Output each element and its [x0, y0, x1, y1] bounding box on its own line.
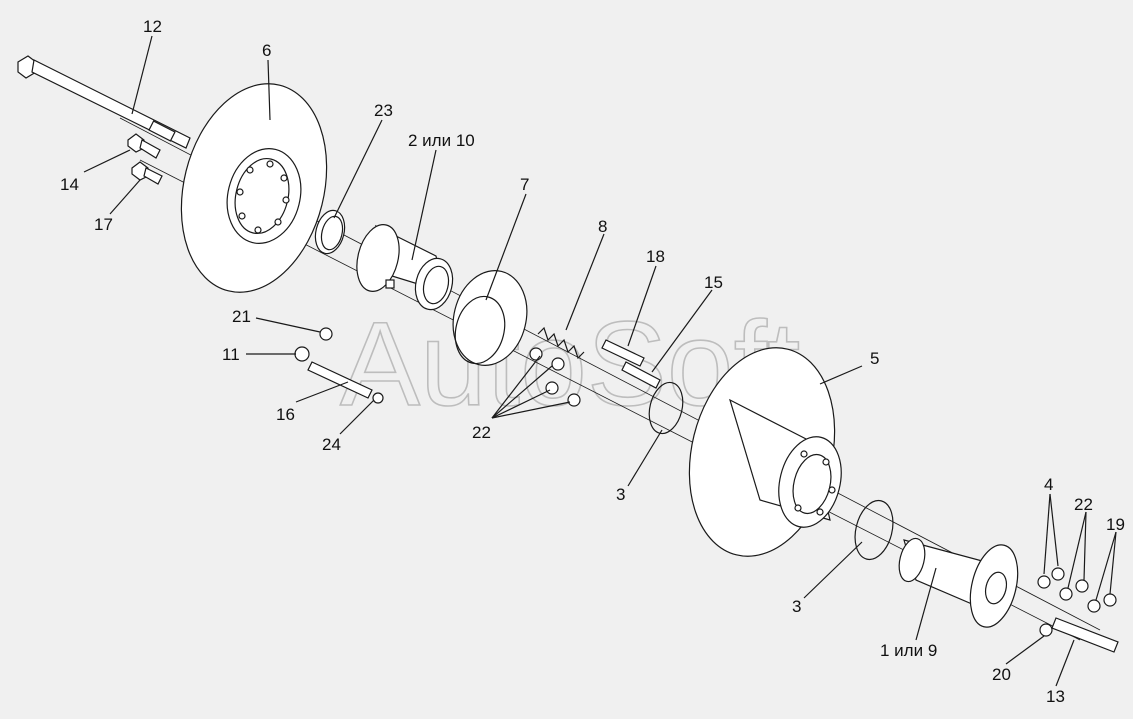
label-3-upper: 3	[616, 485, 625, 504]
part-15-pin	[621, 361, 661, 389]
part-16-stud	[307, 361, 373, 399]
part-7-cup	[452, 270, 528, 366]
label-22-center: 22	[472, 423, 491, 442]
label-20: 20	[992, 665, 1011, 684]
part-11-nut	[294, 346, 310, 362]
label-18: 18	[646, 247, 665, 266]
part-23-ring	[314, 209, 346, 255]
label-24: 24	[322, 435, 341, 454]
part-18-pin	[601, 339, 645, 367]
label-16: 16	[276, 405, 295, 424]
part-3-ring-lower	[854, 499, 894, 561]
label-7: 7	[520, 175, 529, 194]
part-5-pulley-disc	[688, 347, 842, 557]
label-8: 8	[598, 217, 607, 236]
label-23: 23	[374, 101, 393, 120]
label-3-lower: 3	[792, 597, 801, 616]
label-21: 21	[232, 307, 251, 326]
part-12-long-bolt	[17, 55, 191, 149]
callout-labels: 12 6 23 2 или 10 7 8 18 15 5 14 17 21 11…	[60, 17, 1125, 706]
label-22-right: 22	[1074, 495, 1093, 514]
label-14: 14	[60, 175, 79, 194]
label-11: 11	[222, 345, 240, 364]
part-22-nuts-right	[1059, 579, 1089, 601]
part-6-disc	[180, 83, 328, 293]
part-4-washers	[1037, 567, 1065, 589]
label-13: 13	[1046, 687, 1065, 706]
label-19: 19	[1106, 515, 1125, 534]
part-22-nuts	[529, 347, 581, 407]
part-14-bolt	[127, 133, 161, 159]
part-17-bolt	[131, 161, 163, 185]
part-1-sleeve	[898, 537, 1019, 628]
label-6: 6	[262, 41, 271, 60]
leader-lines	[83, 35, 1117, 687]
label-12: 12	[143, 17, 162, 36]
label-2: 2 или 10	[408, 131, 475, 150]
label-17: 17	[94, 215, 113, 234]
label-5: 5	[870, 349, 879, 368]
part-8-spring	[537, 326, 585, 360]
part-2-hub-sleeve	[356, 224, 454, 311]
part-20-nut	[1039, 623, 1053, 637]
part-24-nut	[372, 392, 384, 404]
part-21-nut	[319, 327, 333, 341]
label-1: 1 или 9	[880, 641, 937, 660]
part-13-pin	[1051, 617, 1119, 653]
label-4: 4	[1044, 475, 1053, 494]
label-15: 15	[704, 273, 723, 292]
part-19-nuts	[1087, 593, 1117, 613]
